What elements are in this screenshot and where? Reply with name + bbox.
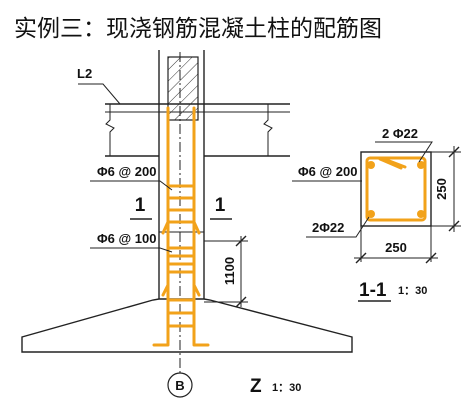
rebar-corner-bl (367, 210, 375, 218)
section-top-bars-label: 2 Φ22 (382, 126, 418, 141)
dense-zone-length: 1100 (222, 257, 237, 285)
lap-crank-left (161, 220, 170, 235)
column-stub-hatch (167, 56, 199, 121)
elevation-scale: 1：30 (272, 382, 301, 394)
section-stirrup-label: Φ6 @ 200 (298, 164, 358, 179)
axis-label: B (175, 378, 184, 393)
beam-break-left (105, 104, 115, 156)
drawing-title: 实例三：现浇钢筋混凝土柱的配筋图 (14, 16, 382, 42)
section-stirrup (365, 156, 427, 222)
column-elevation: L2 B (21, 50, 353, 398)
stirrups (166, 184, 196, 328)
dense-zone-dimension: 1100 (204, 235, 248, 308)
section-name: 1-1 (359, 280, 387, 301)
footing (21, 298, 353, 353)
dim-tick-right (425, 252, 437, 264)
section-bottom-bars-label: 2Φ22 (312, 220, 344, 235)
beam-leader (78, 83, 121, 105)
stirrup-hook (382, 157, 407, 169)
section-bottom-bars-leader (306, 216, 370, 238)
stirrup-hook (378, 157, 403, 170)
section-width: 250 (385, 240, 407, 255)
dim-tick-bottom (235, 296, 247, 308)
lower-crank-left (161, 283, 170, 297)
elevation-name: Z (250, 376, 262, 397)
lap-crank-right (192, 220, 201, 235)
section-height: 250 (434, 178, 449, 200)
axis-bubble (167, 372, 193, 398)
dim-tick-top (448, 146, 460, 158)
section-height-dimension: 250 (431, 146, 461, 232)
section-width-dimension: 250 (354, 226, 438, 264)
longitudinal-bars (152, 106, 210, 347)
lower-crank-right (192, 283, 201, 297)
section-1-1: 2 Φ22 Φ6 @ 200 2Φ22 250 250 1-1 (292, 126, 461, 302)
section-scale: 1：30 (398, 285, 427, 297)
dim-tick-left (355, 252, 367, 264)
rebar-corner-tr (417, 161, 425, 169)
beam-l2: L2 (77, 66, 290, 157)
stirrup-lower-leader (90, 247, 173, 253)
stirrup-upper-leader (90, 180, 173, 191)
dim-tick-top (235, 235, 247, 247)
rebar-corner-tl (367, 161, 375, 169)
section-mark-left: 1 (135, 195, 146, 216)
rebar-corner-br (417, 210, 425, 218)
stirrup-upper-label: Φ6 @ 200 (97, 164, 157, 179)
stirrup-lower-label: Φ6 @ 100 (97, 231, 157, 246)
section-mark-right: 1 (215, 195, 226, 216)
dim-tick-bottom (448, 220, 460, 232)
beam-break-right (263, 104, 273, 156)
beam-label: L2 (77, 66, 92, 81)
section-top-bars-leader (375, 141, 433, 163)
